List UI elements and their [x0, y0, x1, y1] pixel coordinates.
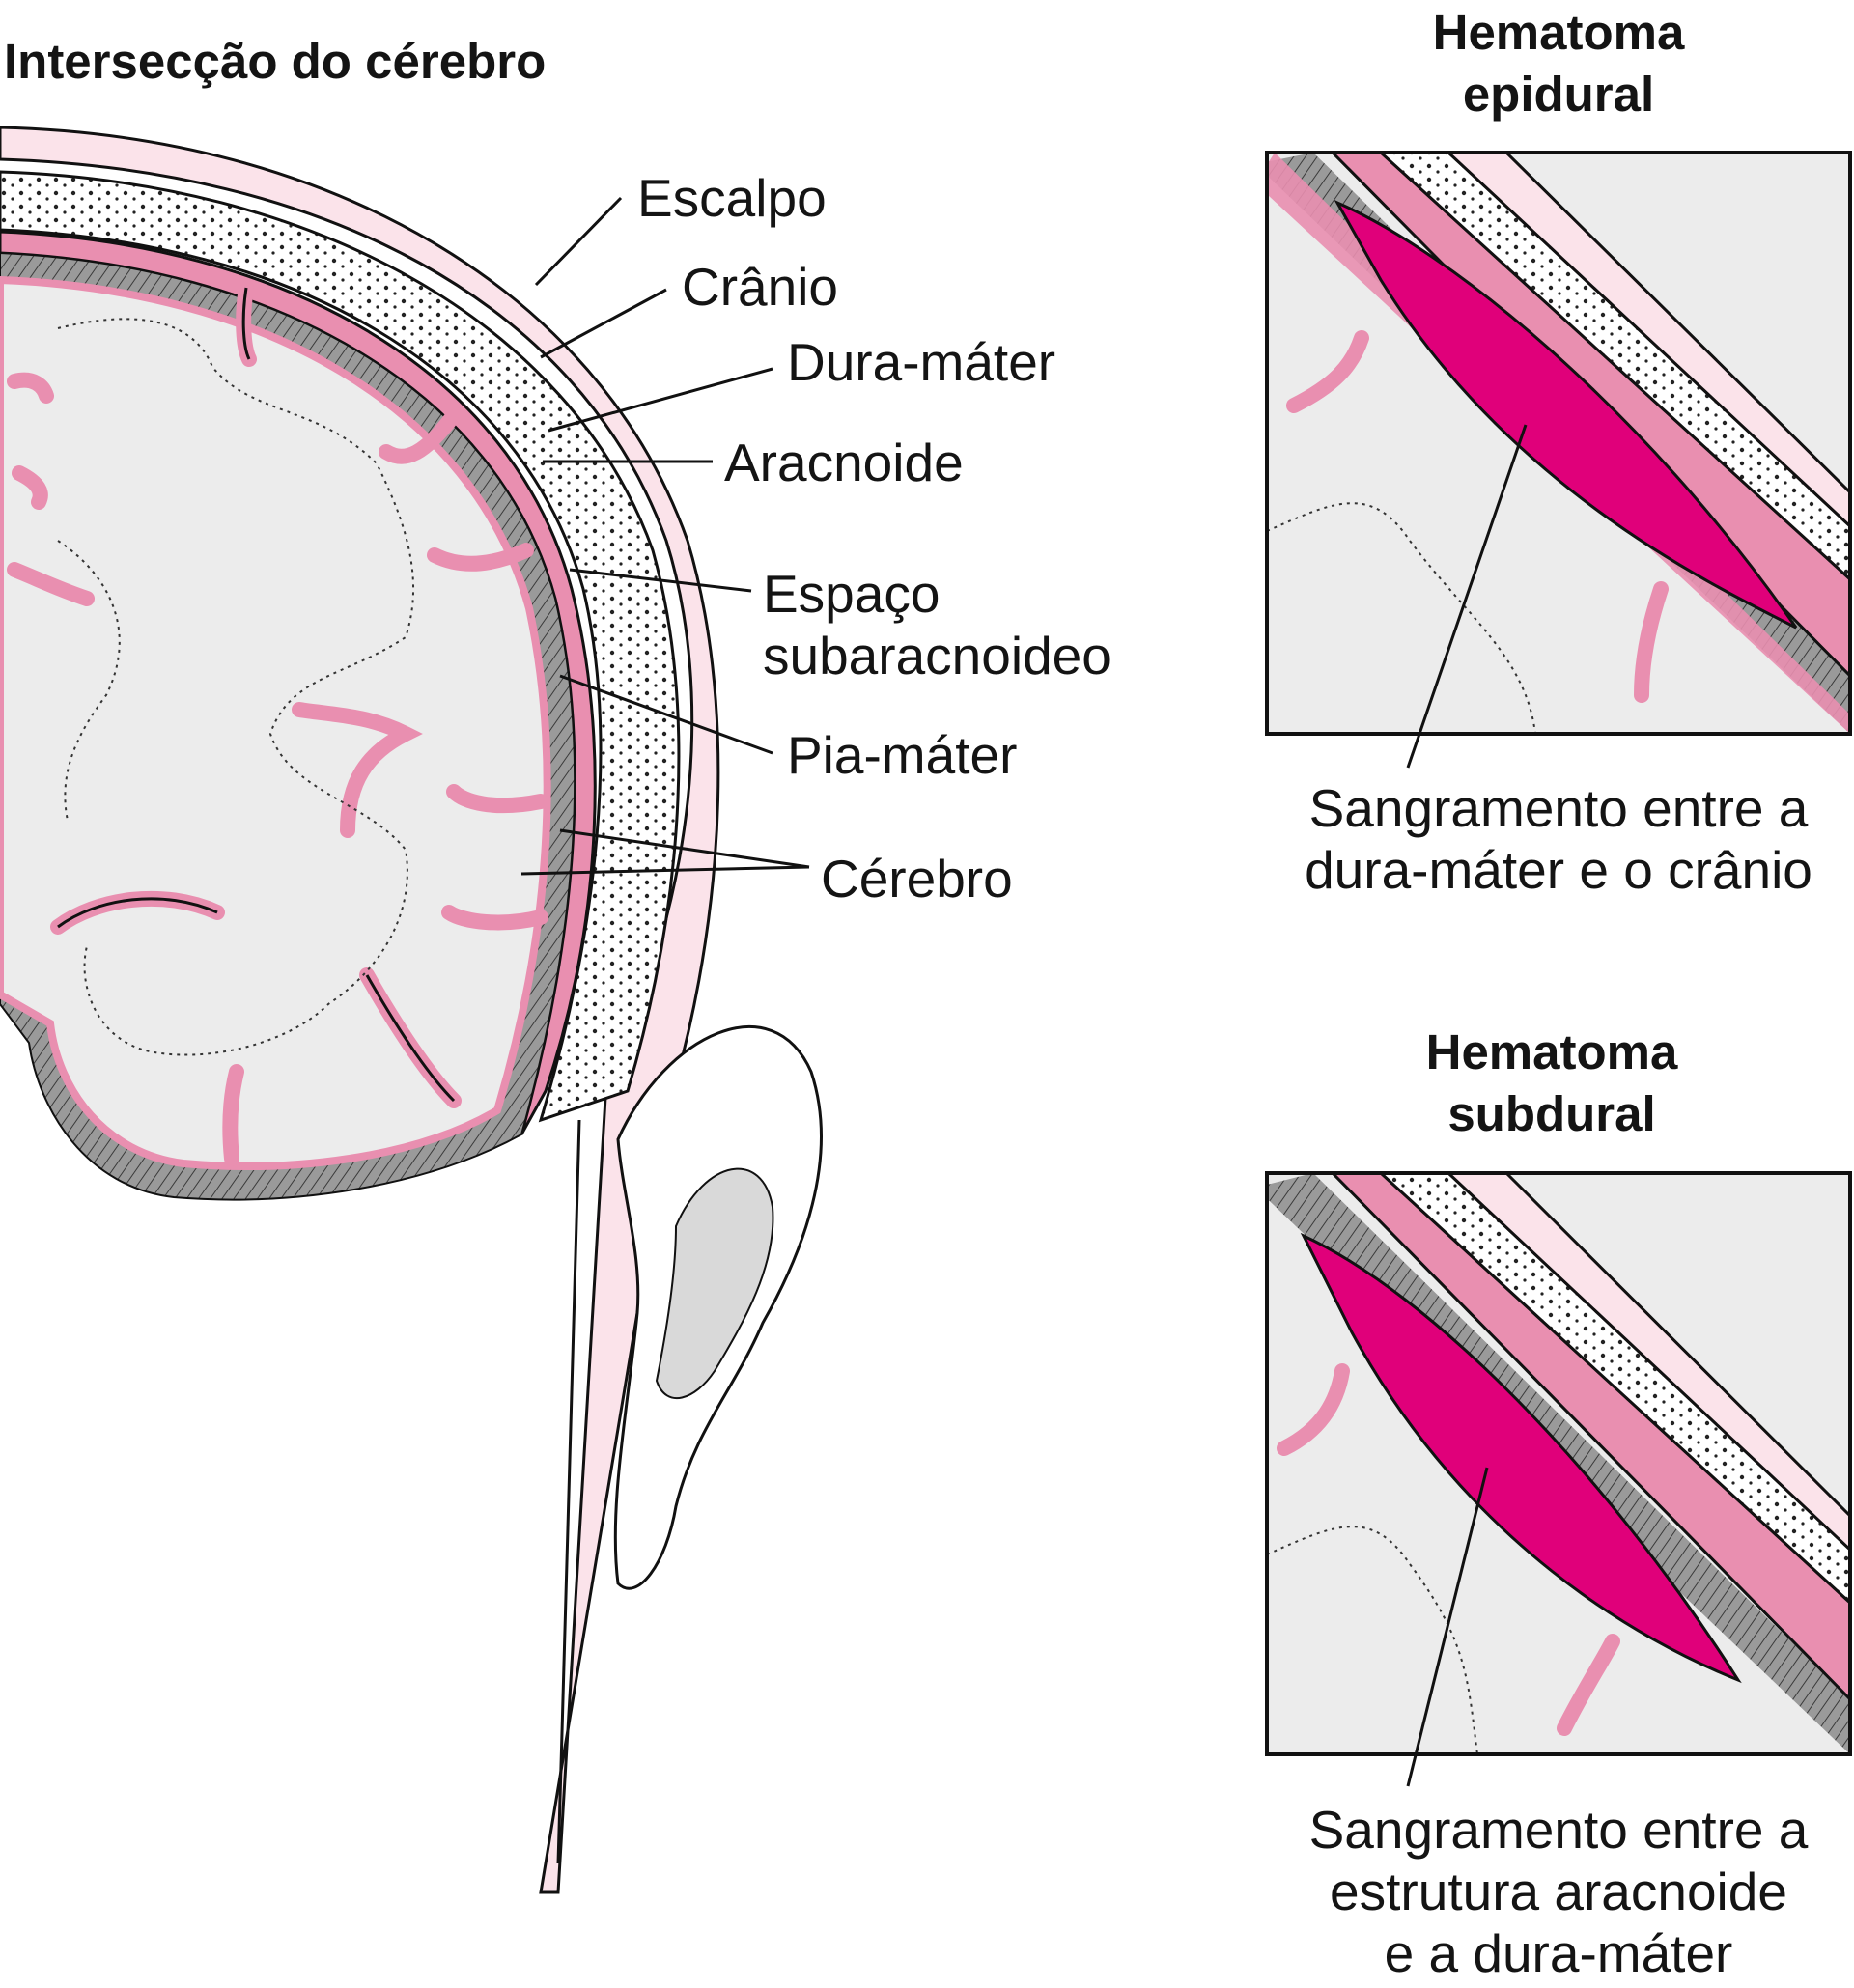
label-brain: Cérebro	[821, 849, 1013, 909]
subdural-caption-line3: e a dura-máter	[1384, 1923, 1733, 1983]
epidural-caption-line1: Sangramento entre a	[1308, 778, 1809, 838]
epidural-caption-line2: dura-máter e o crânio	[1305, 840, 1812, 900]
cross-section	[0, 126, 823, 1894]
epidural-hematoma	[1334, 199, 1798, 630]
label-dura: Dura-máter	[787, 332, 1056, 392]
label-pia: Pia-máter	[787, 725, 1018, 785]
label-arachnoid: Aracnoide	[724, 433, 964, 492]
subdural-title-line2: subdural	[1447, 1086, 1656, 1141]
subdural-hematoma	[1300, 1232, 1742, 1684]
subdural-caption-line1: Sangramento entre a	[1308, 1800, 1809, 1860]
label-skull: Crânio	[682, 257, 839, 317]
label-subarachnoid-line2: subaracnoideo	[763, 626, 1111, 686]
subdural-title-line1: Hematoma	[1425, 1024, 1678, 1079]
neck-outline	[556, 1119, 581, 1864]
epidural-inset	[1265, 151, 1852, 769]
skull-layer	[0, 170, 681, 1123]
main-title: Intersecção do cérebro	[4, 34, 547, 89]
sulci-outline	[57, 287, 456, 1103]
leader-lines	[520, 196, 810, 876]
label-scalp: Escalpo	[637, 168, 827, 228]
brain-tissue	[0, 275, 551, 1170]
label-subarachnoid-line1: Espaço	[763, 564, 941, 624]
scalp-layer	[0, 126, 720, 1894]
ear-inner	[655, 1167, 774, 1400]
epidural-title-line2: epidural	[1462, 67, 1655, 122]
subdural-inset	[1265, 1171, 1852, 1787]
white-matter-boundary	[57, 318, 415, 1056]
epidural-title-line1: Hematoma	[1432, 5, 1685, 60]
subdural-caption-line2: estrutura aracnoide	[1330, 1862, 1787, 1921]
